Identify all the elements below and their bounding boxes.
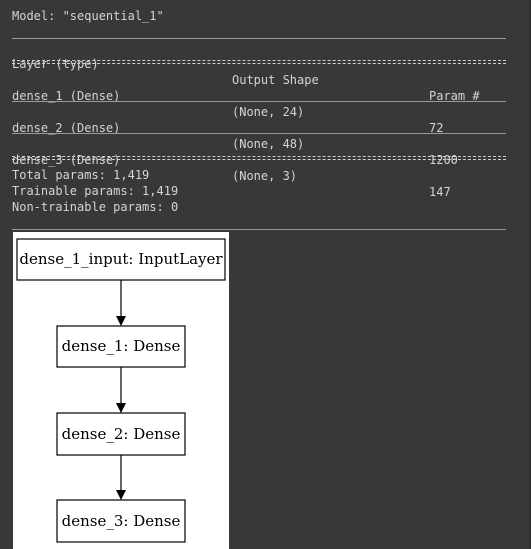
total-params: Total params: 1,419	[12, 168, 150, 182]
row-params: 72	[429, 121, 444, 135]
input-layer-label: dense_1_input: InputLayer	[19, 250, 223, 268]
dense-2-node	[56, 412, 186, 456]
dense-3-node	[56, 499, 186, 543]
table-row: dense_3 (Dense) (None, 3) 147	[12, 136, 506, 199]
row-layer: dense_2 (Dense)	[12, 121, 121, 135]
non-trainable-params: Non-trainable params: 0	[12, 200, 179, 214]
table-row: dense_2 (Dense) (None, 48) 1200	[12, 104, 506, 167]
bottom-rule	[12, 229, 506, 230]
row-rule	[12, 101, 506, 102]
top-rule	[12, 38, 506, 39]
dense-2-label: dense_2: Dense	[62, 425, 181, 443]
table-row: dense_1 (Dense) (None, 24) 72	[12, 72, 506, 135]
header-param-count: Param #	[429, 89, 480, 103]
table-header: Layer (type) Output Shape Param #	[12, 40, 506, 103]
dense-1-label: dense_1: Dense	[62, 337, 181, 355]
model-graph: dense_1_input: InputLayer dense_1: Dense…	[16, 238, 226, 543]
row-shape: (None, 3)	[232, 169, 298, 183]
dense-3-label: dense_3: Dense	[62, 512, 181, 530]
header-output-shape: Output Shape	[232, 73, 319, 87]
footer-double-rule	[12, 156, 506, 160]
row-params: 147	[429, 185, 451, 199]
row-layer: dense_1 (Dense)	[12, 89, 121, 103]
model-name-line: Model: "sequential_1"	[12, 9, 164, 23]
model-plot-image: dense_1_input: InputLayer dense_1: Dense…	[13, 232, 229, 549]
row-rule	[12, 133, 506, 134]
row-shape: (None, 48)	[232, 137, 305, 151]
input-layer-node	[16, 238, 226, 281]
scroll-edge	[529, 0, 531, 549]
header-double-rule	[12, 60, 506, 64]
row-shape: (None, 24)	[232, 105, 305, 119]
dense-1-node	[56, 325, 186, 368]
row-layer: dense_3 (Dense)	[12, 153, 121, 167]
row-params: 1200	[429, 153, 458, 167]
header-layer-type: Layer (type)	[12, 57, 99, 71]
trainable-params: Trainable params: 1,419	[12, 184, 179, 198]
